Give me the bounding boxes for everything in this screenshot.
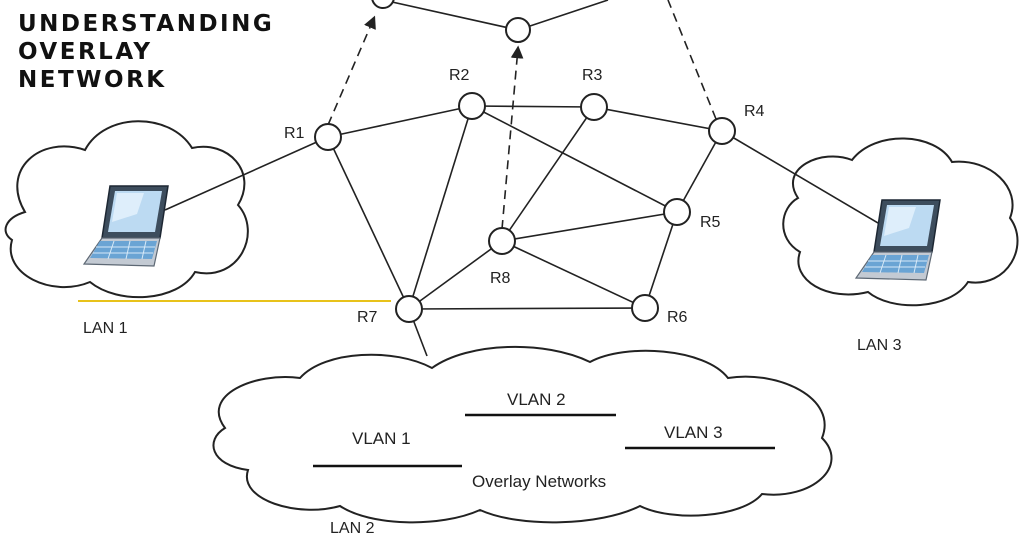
link-r4-lan3 xyxy=(721,130,891,231)
dashed-link-r4-up xyxy=(667,0,717,120)
router-r2 xyxy=(458,92,486,120)
router-label-r7: R7 xyxy=(357,309,378,326)
title-line-3: NETWORK xyxy=(18,67,167,93)
link-r7-r8 xyxy=(408,240,503,310)
overlay-networks-label: Overlay Networks xyxy=(472,472,606,491)
title-line-1: UNDERSTANDING xyxy=(18,11,275,37)
link-r3-r8 xyxy=(501,106,595,242)
router-r8 xyxy=(488,227,516,255)
router-r3 xyxy=(580,93,608,121)
router-node-top-middle xyxy=(505,17,531,43)
link-lan1-r1 xyxy=(164,136,329,211)
router-label-r3: R3 xyxy=(582,67,603,84)
link-overlay-top-2 xyxy=(517,0,609,31)
link-r8-r5 xyxy=(501,211,678,242)
router-label-r8: R8 xyxy=(490,270,511,287)
router-r4 xyxy=(708,117,736,145)
link-r4-r5 xyxy=(676,130,723,213)
router-label-r6: R6 xyxy=(667,309,688,326)
link-r3-r4 xyxy=(593,106,723,132)
vlan3-label: VLAN 3 xyxy=(664,423,723,442)
page-title: UNDERSTANDING OVERLAY NETWORK xyxy=(18,10,274,94)
link-r2-r5 xyxy=(471,105,678,213)
link-r2-r7 xyxy=(408,105,473,310)
router-r5 xyxy=(663,198,691,226)
router-r1 xyxy=(314,123,342,151)
title-line-2: OVERLAY xyxy=(18,39,153,65)
vlan1-label: VLAN 1 xyxy=(352,429,411,448)
overlay-dashed-links xyxy=(327,0,717,230)
router-node-top-left xyxy=(371,0,395,9)
link-r1-r7 xyxy=(327,136,410,310)
router-label-r5: R5 xyxy=(700,214,721,231)
link-r7-r6 xyxy=(408,307,646,310)
router-label-r2: R2 xyxy=(449,67,470,84)
dashed-link-r8-up xyxy=(501,45,524,230)
lan2-cloud xyxy=(212,345,833,524)
overlay-vlans: VLAN 2 VLAN 1 VLAN 3 Overlay Networks xyxy=(313,390,775,491)
link-r8-r6 xyxy=(501,240,646,309)
link-r5-r6 xyxy=(644,211,678,309)
router-r6 xyxy=(631,294,659,322)
lan1-label: LAN 1 xyxy=(83,320,128,337)
dashed-link-r1-up xyxy=(327,15,376,126)
link-r2-r3 xyxy=(471,105,595,108)
network-links xyxy=(164,0,891,357)
link-overlay-top-1 xyxy=(382,0,519,31)
link-r1-r2 xyxy=(327,105,473,138)
lan3-label: LAN 3 xyxy=(857,337,902,354)
router-label-r1: R1 xyxy=(284,125,305,142)
laptop-icon xyxy=(82,185,169,267)
lan2-label: LAN 2 xyxy=(330,520,375,536)
laptop-icon xyxy=(854,199,941,281)
router-r7 xyxy=(395,295,423,323)
vlan2-label: VLAN 2 xyxy=(507,390,566,409)
router-label-r4: R4 xyxy=(744,103,765,120)
routers xyxy=(314,0,736,323)
router-labels: R1 R2 R3 R4 R5 R6 R7 R8 xyxy=(284,67,765,326)
